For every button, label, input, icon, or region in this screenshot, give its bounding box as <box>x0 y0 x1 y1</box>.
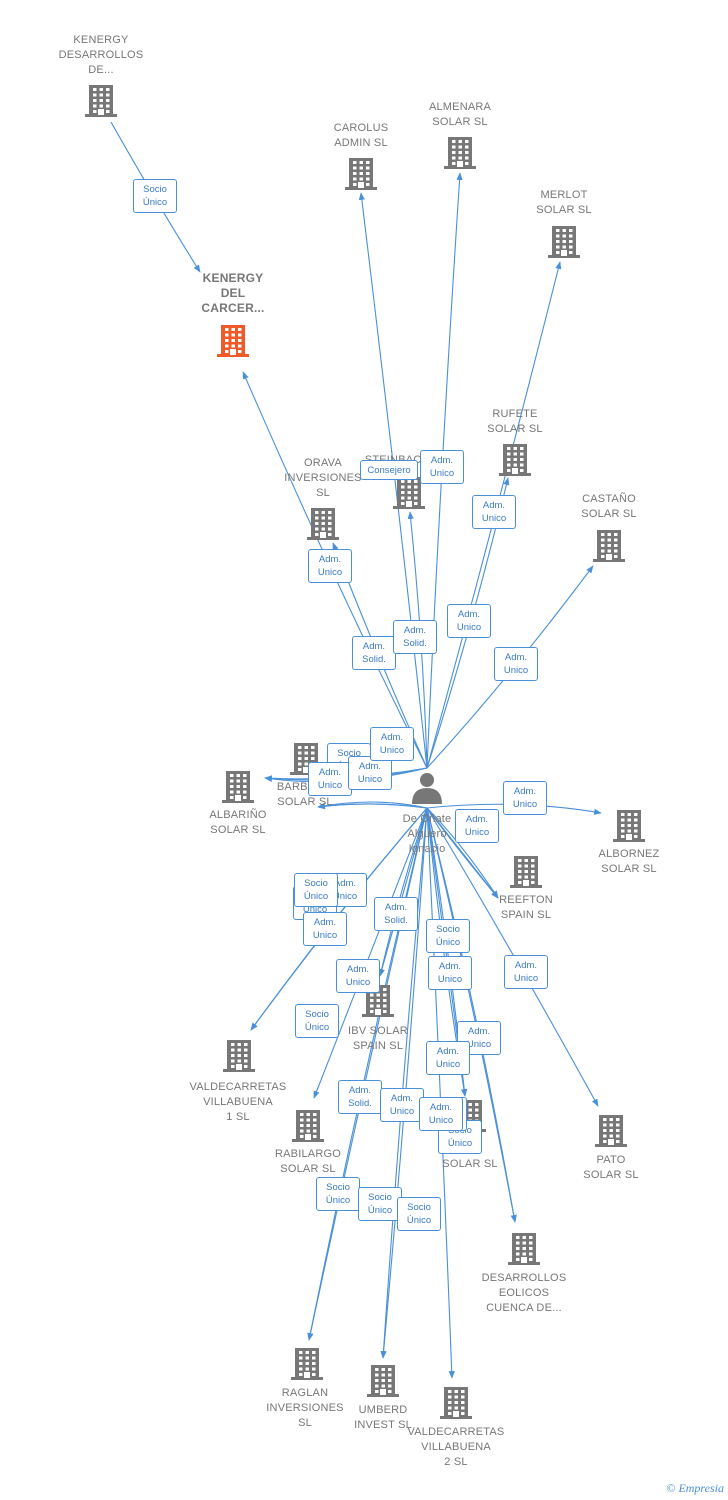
building-icon[interactable] <box>595 1115 627 1147</box>
edge-label-17[interactable]: Socio Único <box>295 1004 339 1038</box>
node-label-albornez[interactable]: ALBORNEZ SOLAR SL <box>598 848 660 875</box>
edge-label-5[interactable]: Adm. Unico <box>447 604 491 638</box>
building-icon[interactable] <box>444 137 476 169</box>
edge-line-2 <box>358 192 428 769</box>
edge-line-27 <box>380 807 428 1359</box>
edge-label-31[interactable]: Adm. Unico <box>370 727 414 761</box>
edge-label-27[interactable]: Adm. Unico <box>380 1088 424 1122</box>
building-icon[interactable] <box>593 530 625 562</box>
edge-line-19 <box>313 807 428 1099</box>
building-icon[interactable] <box>217 325 249 357</box>
node-label-rabilargo[interactable]: RABILARGO SOLAR SL <box>275 1148 341 1175</box>
brand-name: Empresia <box>678 1481 724 1495</box>
building-icon[interactable] <box>222 771 254 803</box>
node-label-almenara[interactable]: ALMENARA SOLAR SL <box>428 101 492 128</box>
building-icon[interactable] <box>223 1040 255 1072</box>
copyright-symbol: © <box>666 1481 676 1495</box>
building-icon[interactable] <box>440 1387 472 1419</box>
edge-label-7[interactable]: Adm. Solid. <box>352 636 396 670</box>
edge-line-15 <box>426 807 499 899</box>
node-label-desarrollos_eolicos[interactable]: DESARROLLOS EOLICOS CUENCA DE... <box>481 1272 567 1314</box>
node-label-castano[interactable]: CASTAÑO SOLAR SL <box>581 493 637 520</box>
edge-line-33 <box>426 807 499 899</box>
edge-label-10[interactable]: Adm. Unico <box>308 762 352 796</box>
edge-line-20 <box>378 807 428 977</box>
edge-label-0[interactable]: Socio Único <box>133 179 177 213</box>
edge-label-15[interactable]: Socio Único <box>426 919 470 953</box>
edge-label-13[interactable]: Adm. Unico <box>503 781 547 815</box>
building-icon[interactable] <box>345 158 377 190</box>
node-label-valdec2[interactable]: VALDECARRETAS VILLABUENA 2 SL <box>407 1426 505 1468</box>
edge-label-4[interactable]: Adm. Unico <box>472 495 516 529</box>
node-label-umberd[interactable]: UMBERD INVEST SL <box>354 1404 412 1431</box>
building-icon[interactable] <box>613 810 645 842</box>
building-icon[interactable] <box>292 1110 324 1142</box>
edge-label-32[interactable]: Socio Único <box>294 873 338 907</box>
node-label-kenergy_carcer[interactable]: KENERGY DEL CARCER... <box>201 271 265 315</box>
edge-label-19[interactable]: Socio Único <box>316 1177 360 1211</box>
edge-line-25 <box>307 807 428 1341</box>
building-icon[interactable] <box>85 85 117 117</box>
edge-label-28[interactable]: Socio Único <box>397 1197 441 1231</box>
node-label-albarino[interactable]: ALBARIÑO SOLAR SL <box>209 809 267 836</box>
edge-line-28 <box>380 807 428 1359</box>
edge-label-2[interactable]: Consejero <box>360 460 418 480</box>
node-label-reefton[interactable]: REEFTON SPAIN SL <box>499 894 553 921</box>
edge-label-16[interactable]: Adm. Solid. <box>374 897 418 931</box>
nodes <box>85 85 645 1419</box>
edge-line-16 <box>378 807 428 977</box>
building-icon[interactable] <box>499 444 531 476</box>
building-icon[interactable] <box>508 1233 540 1265</box>
edge-label-6[interactable]: Adm. Unico <box>494 647 538 681</box>
person-icon[interactable] <box>412 773 442 804</box>
building-icon[interactable] <box>393 477 425 509</box>
building-icon[interactable] <box>307 508 339 540</box>
building-icon[interactable] <box>367 1365 399 1397</box>
building-icon[interactable] <box>291 1348 323 1380</box>
edge-label-25[interactable]: Adm. Solid. <box>338 1080 382 1114</box>
node-label-raglan[interactable]: RAGLAN INVERSIONES SL <box>266 1387 344 1429</box>
edge-label-26[interactable]: Socio Único <box>358 1187 402 1221</box>
building-icon[interactable] <box>510 856 542 888</box>
edge-label-20[interactable]: Adm. Unico <box>336 959 380 993</box>
node-label-orava[interactable]: ORAVA INVERSIONES SL <box>284 457 362 499</box>
node-label-carolus[interactable]: CAROLUS ADMIN SL <box>333 122 389 149</box>
node-label-pato[interactable]: PATO SOLAR SL <box>583 1154 639 1181</box>
center-person-label[interactable]: De Oñate Alguero Ignacio <box>402 813 452 855</box>
edge-line-23 <box>426 807 599 1107</box>
edge-label-30[interactable]: Adm. Unico <box>348 756 392 790</box>
edge-line-29 <box>426 807 455 1379</box>
brand-watermark: ©Empresia <box>666 1481 724 1496</box>
edge-line-10 <box>317 801 428 809</box>
building-icon[interactable] <box>548 226 580 258</box>
node-label-kenergy_des[interactable]: KENERGY DESARROLLOS DE... <box>58 34 144 76</box>
edge-label-1[interactable]: Adm. Unico <box>308 549 352 583</box>
node-label-merlot[interactable]: MERLOT SOLAR SL <box>536 189 592 216</box>
edge-line-30 <box>426 807 517 1223</box>
edge-label-8[interactable]: Adm. Solid. <box>393 620 437 654</box>
edge-label-18[interactable]: Adm. Unico <box>303 912 347 946</box>
edge-line-26 <box>307 807 428 1341</box>
node-label-rufete[interactable]: RUFETE SOLAR SL <box>487 408 543 435</box>
edge-label-21[interactable]: Adm. Unico <box>428 956 472 990</box>
edge-label-23[interactable]: Adm. Unico <box>504 955 548 989</box>
node-label-ibv[interactable]: IBV SOLAR SPAIN SL <box>348 1025 408 1052</box>
edge-line-31 <box>317 803 428 810</box>
edge-label-33[interactable]: Adm. Unico <box>426 1041 470 1075</box>
node-label-valdec1[interactable]: VALDECARRETAS VILLABUENA 1 SL <box>189 1081 287 1123</box>
edge-label-3[interactable]: Adm. Unico <box>420 450 464 484</box>
edge-label-14[interactable]: Adm. Unico <box>455 809 499 843</box>
edge-label-34[interactable]: Adm. Unico <box>419 1097 463 1131</box>
